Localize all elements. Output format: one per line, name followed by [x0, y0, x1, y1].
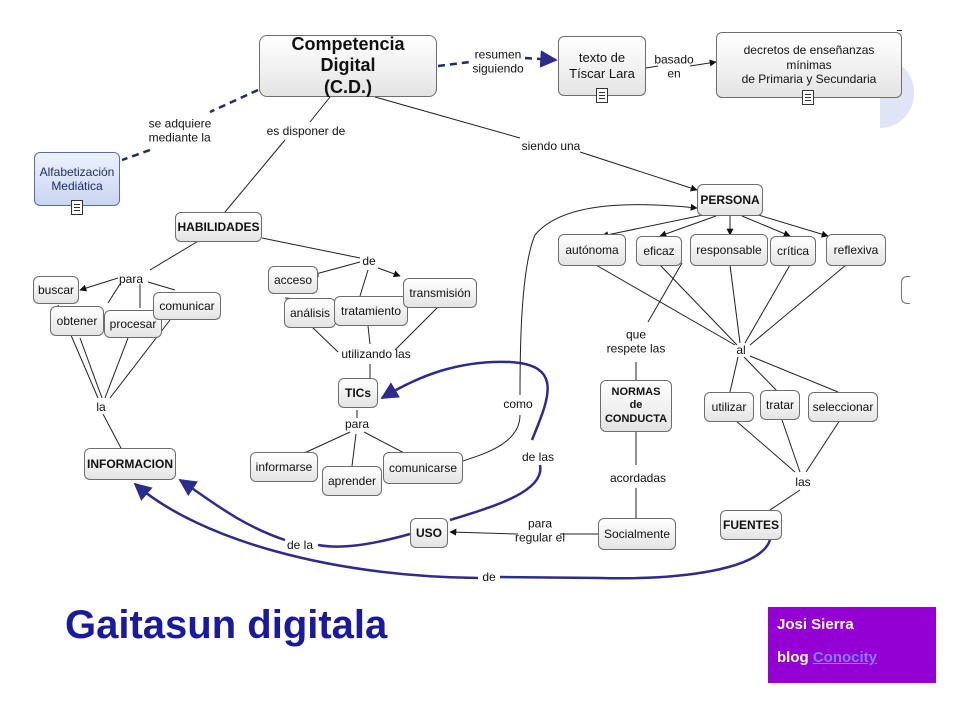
blog-link[interactable]: Conocity [812, 648, 877, 666]
link-label-para-regular-el: para regular el [514, 516, 566, 545]
node-texto-tiscar-lara[interactable]: texto de Tíscar Lara [558, 36, 646, 96]
node-analisis[interactable]: análisis [284, 298, 336, 328]
node-buscar[interactable]: buscar [33, 276, 79, 304]
node-critica[interactable]: crítica [770, 236, 816, 266]
link-label-de-la: de la [286, 537, 314, 552]
node-tics[interactable]: TICs [338, 378, 378, 408]
link-label-resumen-siguiendo: resumen siguiendo [472, 47, 524, 76]
node-habilidades[interactable]: HABILIDADES [175, 212, 262, 242]
link-label-acordadas: acordadas [609, 470, 667, 485]
node-transmision[interactable]: transmisión [403, 278, 477, 308]
link-label-que-respete-las: que respete las [606, 327, 666, 356]
node-acceso[interactable]: acceso [268, 266, 318, 294]
node-responsable[interactable]: responsable [690, 234, 768, 266]
connector-lines [57, 50, 847, 536]
link-label-de: de [362, 253, 376, 268]
link-label-utilizando-las: utilizando las [341, 346, 411, 361]
page-title: Gaitasun digitala [65, 603, 388, 647]
link-label-es-disponer-de: es disponer de [266, 123, 346, 138]
node-tratar[interactable]: tratar [760, 390, 800, 420]
node-seleccionar[interactable]: seleccionar [808, 392, 878, 422]
credit-blog-prefix: blog [777, 648, 809, 666]
node-utilizar[interactable]: utilizar [704, 392, 754, 422]
node-informacion[interactable]: INFORMACION [84, 448, 176, 480]
blue-links [133, 360, 772, 580]
node-tratamiento[interactable]: tratamiento [334, 296, 408, 326]
node-obtener[interactable]: obtener [50, 306, 104, 336]
node-alfabetizacion-mediatica[interactable]: Alfabetización Mediática [34, 152, 120, 206]
link-label-siendo-una: siendo una [521, 138, 581, 153]
link-label-la: la [96, 399, 106, 414]
node-normas-de-conducta[interactable]: NORMAS de CONDUCTA [600, 380, 672, 432]
document-icon [802, 90, 814, 105]
link-label-las: las [795, 474, 811, 489]
concept-map-icon [71, 200, 83, 215]
decorative-mark [897, 30, 902, 31]
link-label-como: como [503, 396, 533, 411]
document-icon [596, 88, 608, 103]
node-comunicar[interactable]: comunicar [153, 292, 221, 320]
link-label-se-adquiere: se adquiere mediante la [148, 116, 212, 145]
node-persona[interactable]: PERSONA [697, 184, 763, 216]
node-decretos[interactable]: decretos de enseñanzas mínimas de Primar… [716, 32, 902, 98]
node-procesar[interactable]: procesar [104, 310, 162, 338]
link-label-de-fuentes: de [482, 569, 496, 584]
node-reflexiva[interactable]: reflexiva [826, 234, 886, 266]
node-comunicarse[interactable]: comunicarse [383, 452, 463, 484]
link-label-para: para [118, 271, 144, 286]
decorative-bracket [901, 276, 910, 304]
node-competencia-digital[interactable]: Competencia Digital (C.D.) [259, 34, 437, 97]
node-aprender[interactable]: aprender [322, 466, 382, 496]
link-label-para-tics: para [344, 416, 370, 431]
credit-box: Josi Sierra blog Conocity [768, 607, 936, 683]
link-label-al: al [736, 342, 746, 357]
node-socialmente[interactable]: Socialmente [598, 518, 676, 550]
node-uso[interactable]: USO [410, 518, 448, 548]
node-eficaz[interactable]: eficaz [636, 236, 682, 266]
credit-author: Josi Sierra [777, 616, 854, 633]
node-informarse[interactable]: informarse [250, 452, 318, 482]
node-fuentes[interactable]: FUENTES [720, 510, 782, 540]
link-label-de-las: de las [521, 449, 555, 464]
link-label-basado-en: basado en [654, 52, 694, 81]
node-autonoma[interactable]: autónoma [558, 234, 626, 266]
